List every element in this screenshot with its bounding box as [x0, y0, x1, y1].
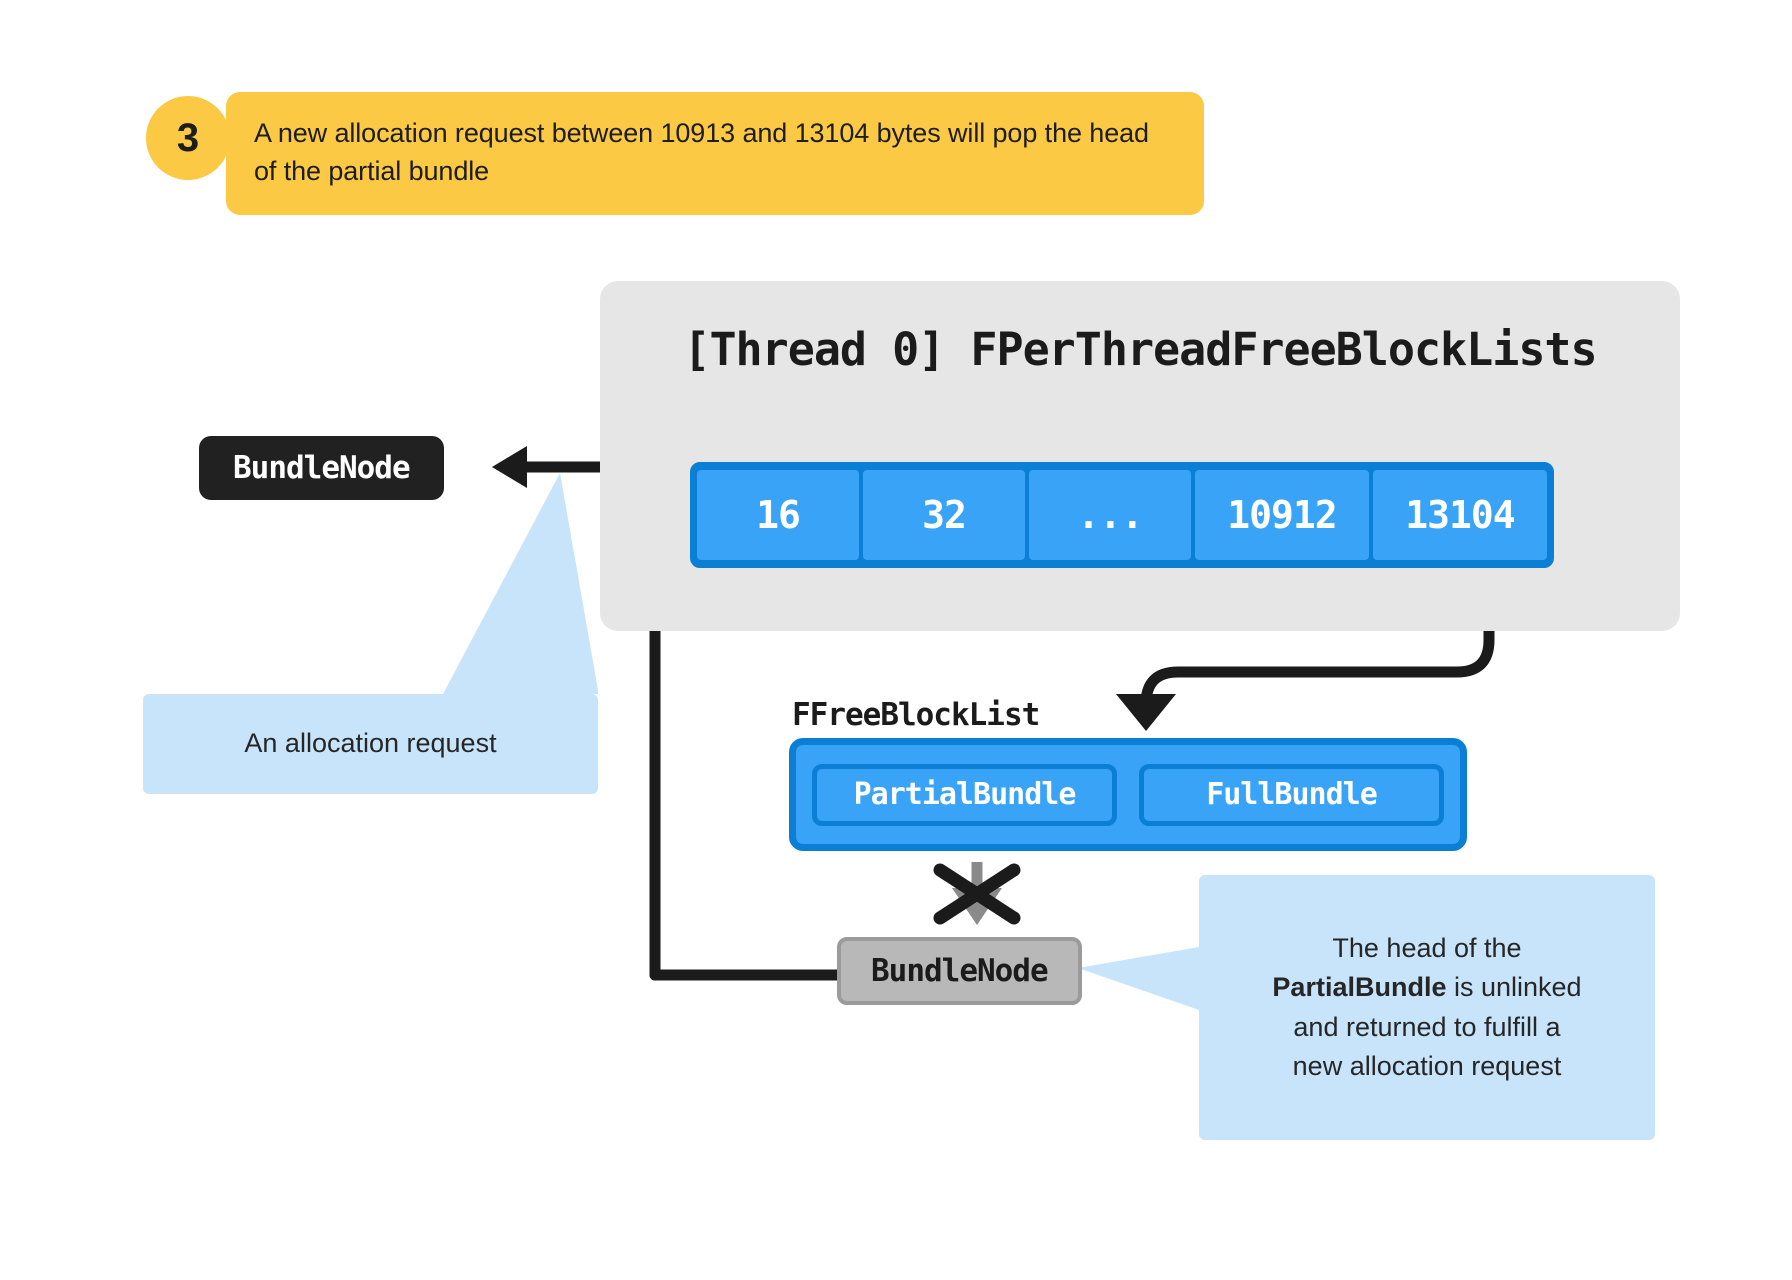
bundlenode-unlinked: BundleNode [837, 937, 1082, 1005]
step-callout: A new allocation request between 10913 a… [226, 92, 1204, 215]
annotation-right-line2: is unlinked [1446, 972, 1582, 1003]
full-bundle-box[interactable]: FullBundle [1139, 763, 1444, 826]
unlink-arrow-gray [952, 862, 1002, 925]
per-thread-free-block-lists-panel: [Thread 0] FPerThreadFreeBlockLists [600, 281, 1680, 631]
annotation-right-bold: PartialBundle [1272, 972, 1447, 1003]
panel-title: [Thread 0] FPerThreadFreeBlockLists [683, 323, 1597, 376]
annotation-right-tail [1078, 947, 1199, 1010]
annotation-partial-bundle-unlink: The head of the PartialBundle is unlinke… [1199, 875, 1655, 1140]
size-class-cell-selected[interactable]: 13104 [1370, 467, 1550, 563]
bundlenode-returned: BundleNode [199, 436, 444, 500]
free-block-list-label: FFreeBlockList [792, 697, 1040, 733]
partial-bundle-box[interactable]: PartialBundle [812, 763, 1117, 826]
size-class-cell-strip: 16 32 ... 10912 13104 [690, 462, 1554, 568]
annotation-left-text: An allocation request [244, 728, 497, 759]
annotation-right-line1: The head of the [1332, 933, 1522, 964]
size-class-cell[interactable]: 10912 [1192, 467, 1372, 563]
annotation-right-line4: new allocation request [1292, 1050, 1562, 1081]
step-number-badge: 3 [146, 96, 230, 180]
size-class-cell[interactable]: 16 [694, 467, 862, 563]
cross-out-icon [933, 863, 1021, 925]
free-block-list-box: PartialBundle FullBundle [789, 738, 1467, 851]
annotation-right-line3: and returned to fulfill a [1293, 1011, 1561, 1042]
size-class-cell[interactable]: ... [1026, 467, 1194, 563]
annotation-allocation-request: An allocation request [143, 694, 598, 794]
step-callout-text: A new allocation request between 10913 a… [254, 118, 1149, 187]
size-class-cell[interactable]: 32 [860, 467, 1028, 563]
annotation-left-tail [443, 473, 598, 694]
